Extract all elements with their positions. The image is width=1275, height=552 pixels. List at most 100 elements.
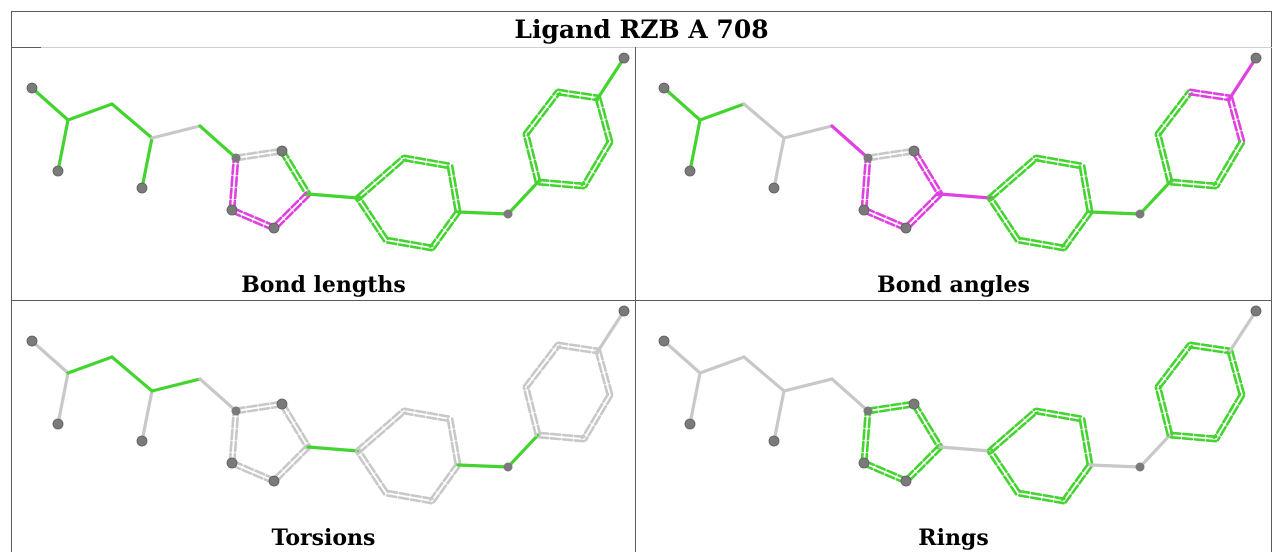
atom (908, 398, 920, 410)
atom (226, 204, 238, 216)
bond (1189, 88, 1232, 98)
bond (1230, 349, 1246, 396)
atom (768, 182, 780, 194)
bond (355, 408, 404, 451)
bond (580, 139, 610, 187)
bond (584, 394, 614, 442)
atom (503, 209, 513, 219)
bond (910, 150, 940, 197)
bond (986, 450, 1018, 496)
bond (456, 210, 510, 216)
bond (402, 411, 451, 423)
atom (684, 418, 696, 430)
atom (52, 418, 64, 430)
bond (594, 97, 610, 144)
bond (536, 182, 586, 190)
bond (1088, 463, 1142, 469)
panel-rings: Rings (636, 301, 1271, 552)
bond (867, 151, 916, 162)
bond (594, 350, 610, 397)
bond (990, 195, 1022, 241)
bond (598, 96, 614, 143)
bond (1138, 433, 1172, 469)
molecule-diagram (26, 305, 630, 505)
bond (1228, 56, 1258, 100)
bond (234, 400, 283, 411)
bond (198, 124, 238, 160)
bond (1154, 386, 1170, 437)
bond (596, 56, 626, 100)
bond (30, 339, 70, 375)
atom (503, 462, 513, 472)
bond (140, 136, 154, 190)
bond (830, 124, 870, 160)
bond (282, 401, 312, 448)
atom (136, 182, 148, 194)
bond (867, 404, 916, 415)
atom (908, 145, 920, 157)
bond (526, 345, 562, 390)
atom (618, 52, 630, 64)
table-border-left (11, 11, 12, 552)
bond (580, 392, 610, 440)
atom (618, 305, 630, 317)
bond (598, 349, 614, 396)
bond (536, 431, 586, 439)
bond (110, 355, 154, 393)
bond (903, 191, 940, 228)
atom (268, 222, 280, 234)
bond (910, 403, 940, 450)
panel-bond-lengths: Bond lengths (12, 48, 635, 300)
bond (271, 191, 308, 228)
bond (1188, 345, 1231, 355)
bond (450, 417, 462, 466)
bond (140, 389, 154, 443)
bond (866, 400, 915, 411)
bond (306, 192, 360, 200)
bond (1216, 394, 1246, 442)
bond (1088, 210, 1142, 216)
bond (278, 403, 308, 450)
bond (1158, 92, 1194, 137)
bond (1064, 464, 1094, 504)
bond (584, 141, 614, 189)
bond (355, 155, 404, 198)
bond (688, 371, 702, 426)
bond (402, 158, 451, 170)
bond (938, 192, 992, 200)
bond (556, 345, 599, 355)
cell-divider-vertical (635, 47, 636, 552)
bond (306, 445, 360, 453)
table-border-right (1271, 11, 1272, 552)
bond (1216, 141, 1246, 189)
atom (231, 406, 241, 416)
bond (1078, 418, 1090, 467)
bond (1035, 407, 1084, 419)
atom (658, 335, 670, 347)
bond (432, 464, 462, 504)
atom (863, 153, 873, 163)
molecule-diagram (658, 52, 1262, 252)
table-title: Ligand RZB A 708 (514, 15, 769, 44)
bond (231, 459, 277, 481)
bond (234, 147, 283, 158)
bond (432, 211, 462, 251)
bond (903, 444, 940, 481)
bond (384, 493, 433, 505)
atom (276, 145, 288, 157)
bond (863, 206, 909, 228)
bond (1154, 89, 1190, 134)
title-divider (41, 47, 1272, 48)
atom (231, 153, 241, 163)
bond (1228, 309, 1258, 353)
bond (66, 102, 114, 122)
bond (863, 459, 909, 481)
atom (136, 435, 148, 447)
bond (990, 448, 1022, 494)
atom (900, 475, 912, 487)
bond (906, 194, 943, 231)
bond (1154, 342, 1190, 387)
bond (1154, 133, 1170, 184)
bond (830, 377, 870, 413)
bond (1035, 154, 1084, 166)
